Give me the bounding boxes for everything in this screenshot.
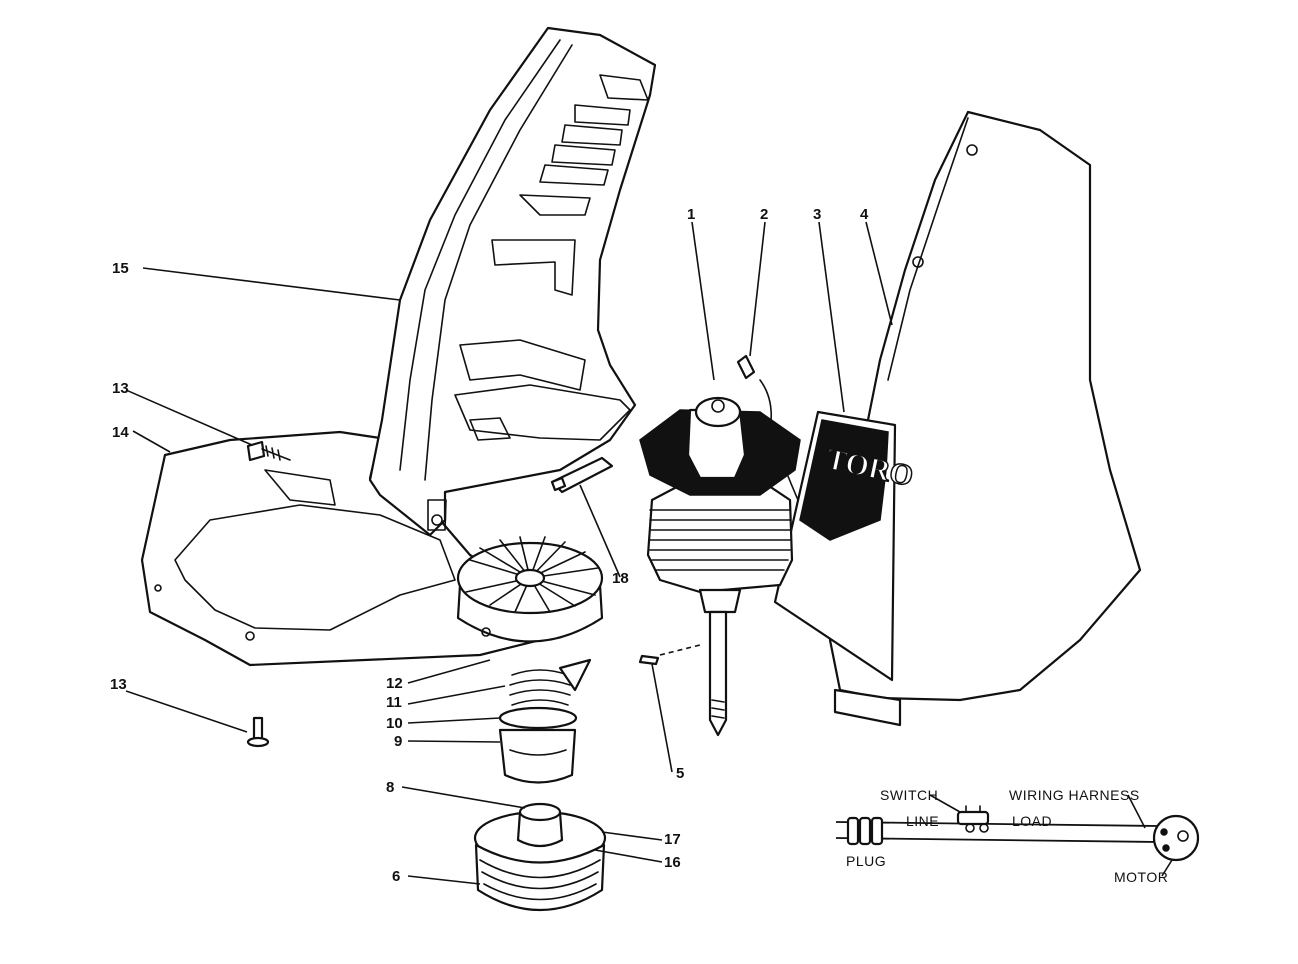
screw-lower bbox=[246, 716, 270, 748]
cooling-fan bbox=[456, 536, 604, 643]
callout-8: 8 bbox=[386, 779, 394, 796]
callout-16: 16 bbox=[664, 854, 681, 871]
wiring-harness-label: WIRING HARNESS bbox=[1009, 787, 1140, 803]
switch-label: SWITCH bbox=[880, 787, 938, 803]
callout-10: 10 bbox=[386, 715, 403, 732]
handle-housing bbox=[368, 26, 657, 537]
toro-decal: TORO bbox=[773, 410, 917, 682]
callout-11: 11 bbox=[386, 694, 402, 711]
callout-4: 4 bbox=[860, 206, 869, 223]
roll-pin bbox=[638, 644, 701, 666]
line-guide-clip bbox=[550, 456, 614, 494]
callout-13-upper: 13 bbox=[112, 380, 129, 397]
callout-13-lower: 13 bbox=[110, 676, 127, 693]
motor-label: MOTOR bbox=[1114, 869, 1168, 885]
callout-6: 6 bbox=[392, 868, 400, 885]
spring bbox=[509, 658, 592, 706]
spool-hub bbox=[498, 728, 577, 784]
retainer-ring bbox=[498, 706, 578, 730]
line-label: LINE bbox=[906, 813, 939, 829]
plug-symbol bbox=[846, 816, 884, 846]
motor-assembly bbox=[639, 379, 801, 737]
plug-label: PLUG bbox=[846, 853, 886, 869]
screw-upper bbox=[246, 440, 291, 462]
wiring-schematic: SWITCH WIRING HARNESS LINE LOAD PLUG MOT… bbox=[835, 787, 1200, 885]
motor-symbol bbox=[1152, 814, 1200, 862]
spool bbox=[473, 802, 607, 912]
callout-18: 18 bbox=[612, 570, 629, 587]
callout-14: 14 bbox=[112, 424, 129, 441]
callout-1: 1 bbox=[687, 206, 695, 223]
callout-numbers: 15 13 14 1 2 3 4 18 12 11 10 9 13 5 8 17… bbox=[110, 206, 869, 885]
callout-17: 17 bbox=[664, 831, 681, 848]
callout-5: 5 bbox=[676, 765, 684, 782]
callout-9: 9 bbox=[394, 733, 402, 750]
leader-lines bbox=[125, 221, 893, 885]
terminal-plug bbox=[736, 354, 756, 380]
callout-15: 15 bbox=[112, 260, 129, 277]
right-housing bbox=[828, 110, 1142, 727]
callout-2: 2 bbox=[760, 206, 768, 223]
load-label: LOAD bbox=[1012, 813, 1052, 829]
switch-symbol bbox=[956, 805, 990, 833]
callout-12: 12 bbox=[386, 675, 403, 692]
callout-3: 3 bbox=[813, 206, 821, 223]
